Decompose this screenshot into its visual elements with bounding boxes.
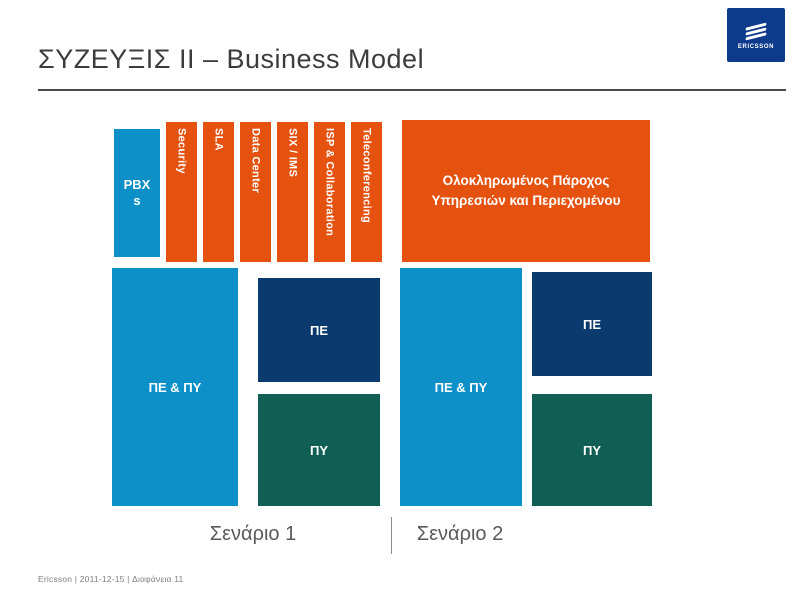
service-strip-label: Teleconferencing: [360, 128, 373, 224]
pe-box-scenario1: ΠΕ: [258, 278, 380, 382]
service-strip-isp-collaboration: ISP & Collaboration: [314, 122, 345, 262]
services-row: PBX s Security SLA Data Center SIX / IMS…: [114, 122, 382, 262]
integrated-provider-box: Ολοκληρωμένος Πάροχος Υπηρεσιών και Περι…: [402, 120, 650, 262]
service-strip-label: SLA: [212, 128, 225, 151]
scenario2-label: Σενάριο 2: [416, 523, 504, 545]
title-divider: [38, 89, 786, 91]
service-strip-label: ISP & Collaboration: [323, 128, 336, 237]
service-strip-sla: SLA: [203, 122, 234, 262]
service-strip-label: SIX / IMS: [286, 128, 299, 178]
service-strip-data-center: Data Center: [240, 122, 271, 262]
scenario-divider: [391, 517, 392, 554]
service-strip-label: Security: [175, 128, 188, 174]
pbx-box: PBX s: [114, 129, 160, 257]
service-strip-security: Security: [166, 122, 197, 262]
py-box-scenario1: ΠΥ: [258, 394, 380, 506]
ericsson-bars-icon: [745, 22, 767, 40]
pe-py-box-scenario1: ΠΕ & ΠΥ: [112, 268, 238, 506]
slide-footer: Ericsson | 2011-12-15 | Διαφάνεια 11: [38, 574, 184, 584]
service-strip-teleconferencing: Teleconferencing: [351, 122, 382, 262]
slide-title: ΣΥΖΕΥΞΙΣ II – Business Model: [38, 44, 425, 74]
pe-py-box-scenario2: ΠΕ & ΠΥ: [400, 268, 522, 506]
pe-box-scenario2: ΠΕ: [532, 272, 652, 376]
py-box-scenario2: ΠΥ: [532, 394, 652, 506]
ericsson-logo-label: ERICSSON: [737, 43, 775, 50]
service-strip-six-ims: SIX / IMS: [277, 122, 308, 262]
service-strip-label: Data Center: [249, 128, 262, 194]
scenario1-label: Σενάριο 1: [209, 523, 297, 545]
ericsson-logo: ERICSSON: [727, 8, 785, 62]
